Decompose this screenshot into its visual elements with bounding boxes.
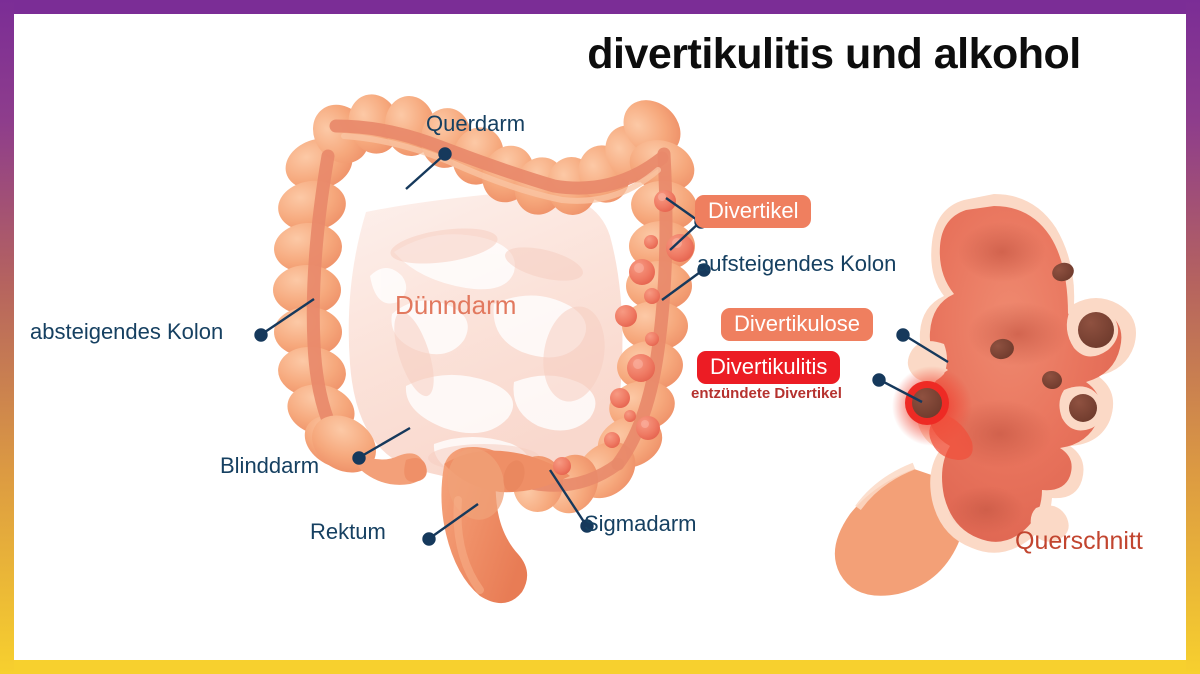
label-querdarm: Querdarm [426, 111, 526, 136]
border-bottom [0, 660, 1200, 674]
border-top [0, 0, 1200, 14]
label-absteigendes-kolon: absteigendes Kolon [30, 319, 224, 344]
cross-section-graphic [834, 194, 1136, 596]
label-querschnitt: Querschnitt [1015, 527, 1143, 555]
rectum-graphic [441, 447, 570, 604]
large-intestine-graphic [273, 94, 697, 604]
inflamed-diverticulum [892, 366, 973, 460]
border-right [1186, 0, 1200, 674]
label-aufsteigendes-kolon: aufsteigendes Kolon [697, 251, 897, 276]
subtitle-entzuendete-divertikel: entzündete Divertikel [691, 385, 842, 402]
border-left [0, 0, 14, 674]
pill-divertikel: Divertikel [695, 195, 812, 229]
label-rektum: Rektum [310, 519, 386, 544]
pill-divertikulitis: Divertikulitis [697, 351, 841, 385]
pill-divertikulose: Divertikulose [721, 308, 873, 342]
poster-canvas: divertikulitis und alkohol [14, 14, 1186, 660]
page-title: divertikulitis und alkohol [587, 30, 1081, 78]
anatomy-illustration [14, 14, 1186, 660]
label-sigmadarm: Sigmadarm [584, 511, 697, 536]
haustra-descending [273, 138, 368, 469]
cross-ostia [990, 262, 1074, 390]
label-duenndarm: Dünndarm [395, 290, 517, 320]
label-blinddarm: Blinddarm [220, 453, 320, 478]
